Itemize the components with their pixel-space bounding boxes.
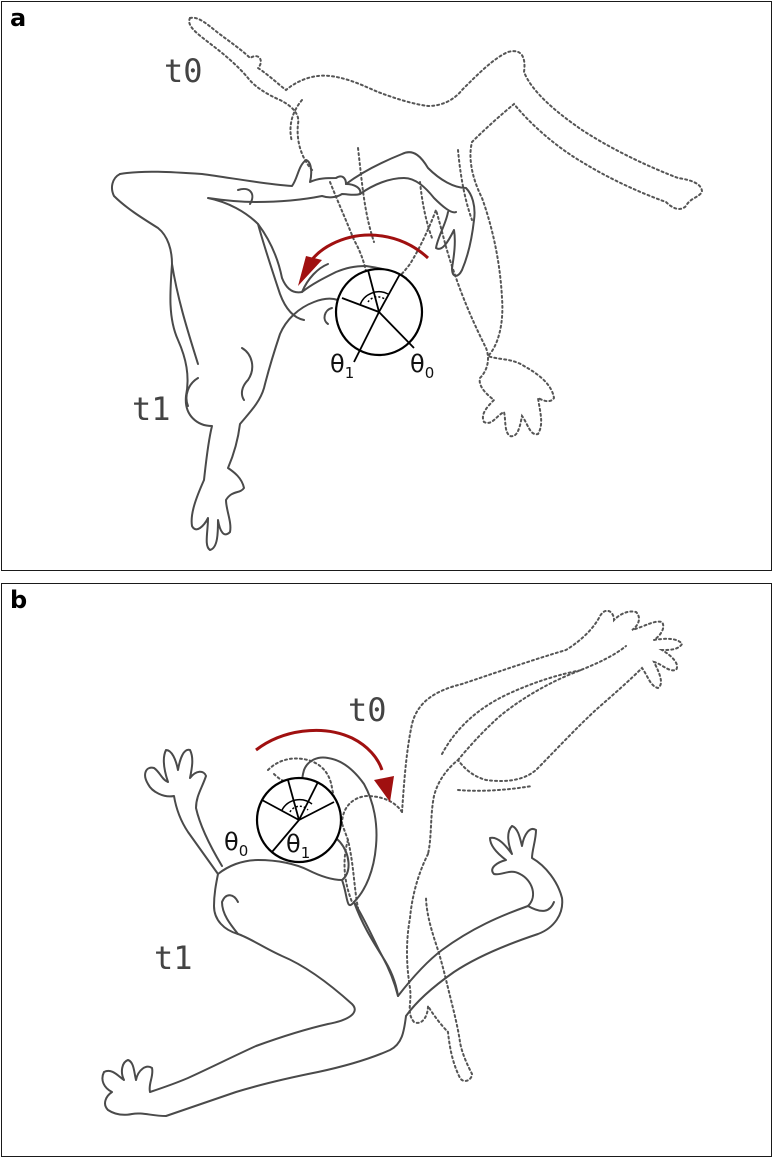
frog-outline-t1 xyxy=(111,151,476,551)
theta-label-left: θ0 xyxy=(224,828,249,860)
t1-label: t1 xyxy=(132,390,171,428)
panel-letter: a xyxy=(10,4,27,32)
theta-label-left: θ1 xyxy=(330,350,355,382)
angle-wheel xyxy=(334,267,424,363)
panel-letter: b xyxy=(10,586,28,614)
frog-diagram-a xyxy=(111,16,704,551)
theta-label-right: θ0 xyxy=(410,350,435,382)
rotation-arrow-ccw xyxy=(298,233,430,286)
frog-diagram-b xyxy=(101,609,684,1117)
rotation-arrow-cw xyxy=(255,728,394,802)
theta-label-right: θ1 xyxy=(286,830,311,862)
t1-label: t1 xyxy=(154,939,193,977)
panel-a: a t0 t1 xyxy=(1,1,772,571)
panel-b: b t0 t1 xyxy=(1,583,772,1157)
frog-outline-t0 xyxy=(188,16,704,438)
frog-outline-t1 xyxy=(101,748,564,1117)
t0-label: t0 xyxy=(348,691,387,729)
angle-wheel xyxy=(255,776,343,864)
frog-outline-t0 xyxy=(267,609,684,1082)
t0-label: t0 xyxy=(164,52,203,90)
